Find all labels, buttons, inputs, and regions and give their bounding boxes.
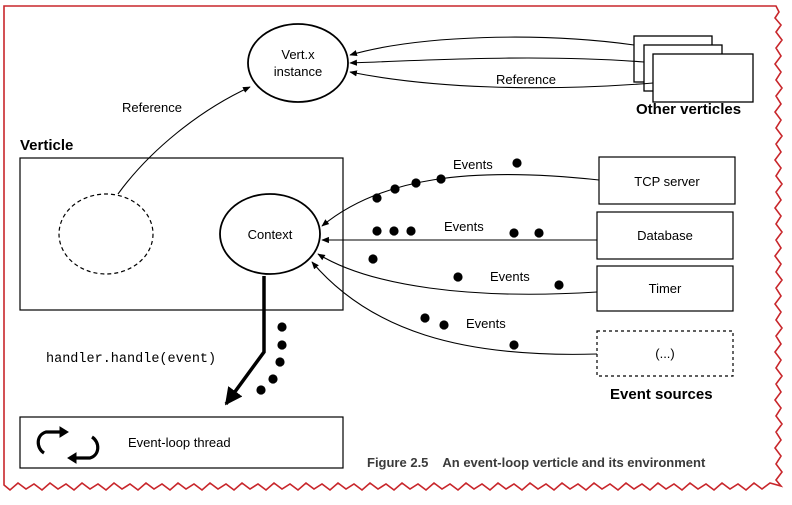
event-dot	[411, 178, 421, 188]
verticle-reference-arrow	[117, 86, 251, 195]
events-label-database: Events	[444, 219, 484, 234]
tcp-server-label: TCP server	[634, 174, 700, 189]
event-dot	[534, 228, 544, 238]
other-verticles-stack	[633, 35, 754, 103]
event-dot	[512, 158, 522, 168]
event-dot	[509, 228, 519, 238]
event-dot	[389, 226, 399, 236]
event-source-database: Database	[596, 211, 734, 260]
handler-code: handler.handle(event)	[46, 352, 216, 367]
event-dot	[436, 174, 446, 184]
event-dot	[420, 313, 430, 323]
verticle-title: Verticle	[20, 137, 73, 154]
event-dot	[439, 320, 449, 330]
event-dot	[268, 374, 278, 384]
other-verticles-reference-arrows	[349, 36, 654, 89]
event-loop-label: Event-loop thread	[128, 435, 231, 450]
event-dot	[256, 385, 266, 395]
event-dot	[406, 226, 416, 236]
timer-label: Timer	[649, 281, 682, 296]
context-label: Context	[248, 227, 293, 242]
handler-event-dots	[256, 322, 287, 395]
event-dot	[277, 340, 287, 350]
verticle-instance-dashed-circle	[58, 193, 154, 275]
event-dot	[554, 280, 564, 290]
event-dot	[372, 193, 382, 203]
events-label-tcp: Events	[453, 157, 493, 172]
event-sources-label: Event sources	[610, 386, 713, 403]
event-dot	[390, 184, 400, 194]
event-dot	[275, 357, 285, 367]
event-dots	[368, 158, 564, 350]
event-source-more: (...)	[596, 330, 734, 377]
event-dot	[277, 322, 287, 332]
events-label-timer: Events	[490, 269, 530, 284]
more-sources-label: (...)	[655, 346, 675, 361]
vertx-instance-line2: instance	[274, 64, 322, 79]
torn-border	[3, 5, 784, 492]
vertx-instance-line1: Vert.x	[281, 47, 315, 62]
event-dot	[509, 340, 519, 350]
event-dot	[372, 226, 382, 236]
event-source-timer: Timer	[596, 265, 734, 312]
event-dot	[453, 272, 463, 282]
database-label: Database	[637, 228, 693, 243]
vertx-instance-node: Vert.x instance	[247, 23, 349, 103]
other-verticles-label: Other verticles	[636, 101, 741, 118]
events-label-more: Events	[466, 316, 506, 331]
event-arrows	[311, 174, 600, 355]
reference-label-right: Reference	[496, 72, 556, 87]
event-dot	[368, 254, 378, 264]
handler-dispatch-arrow	[224, 276, 266, 406]
event-loop-thread-box: Event-loop thread	[19, 416, 344, 469]
reference-label-left: Reference	[122, 100, 182, 115]
figure-caption: Figure 2.5 An event-loop verticle and it…	[367, 455, 706, 470]
context-node: Context	[219, 193, 321, 275]
loop-cycle-icon	[36, 426, 100, 464]
event-source-tcp-server: TCP server	[598, 156, 736, 205]
